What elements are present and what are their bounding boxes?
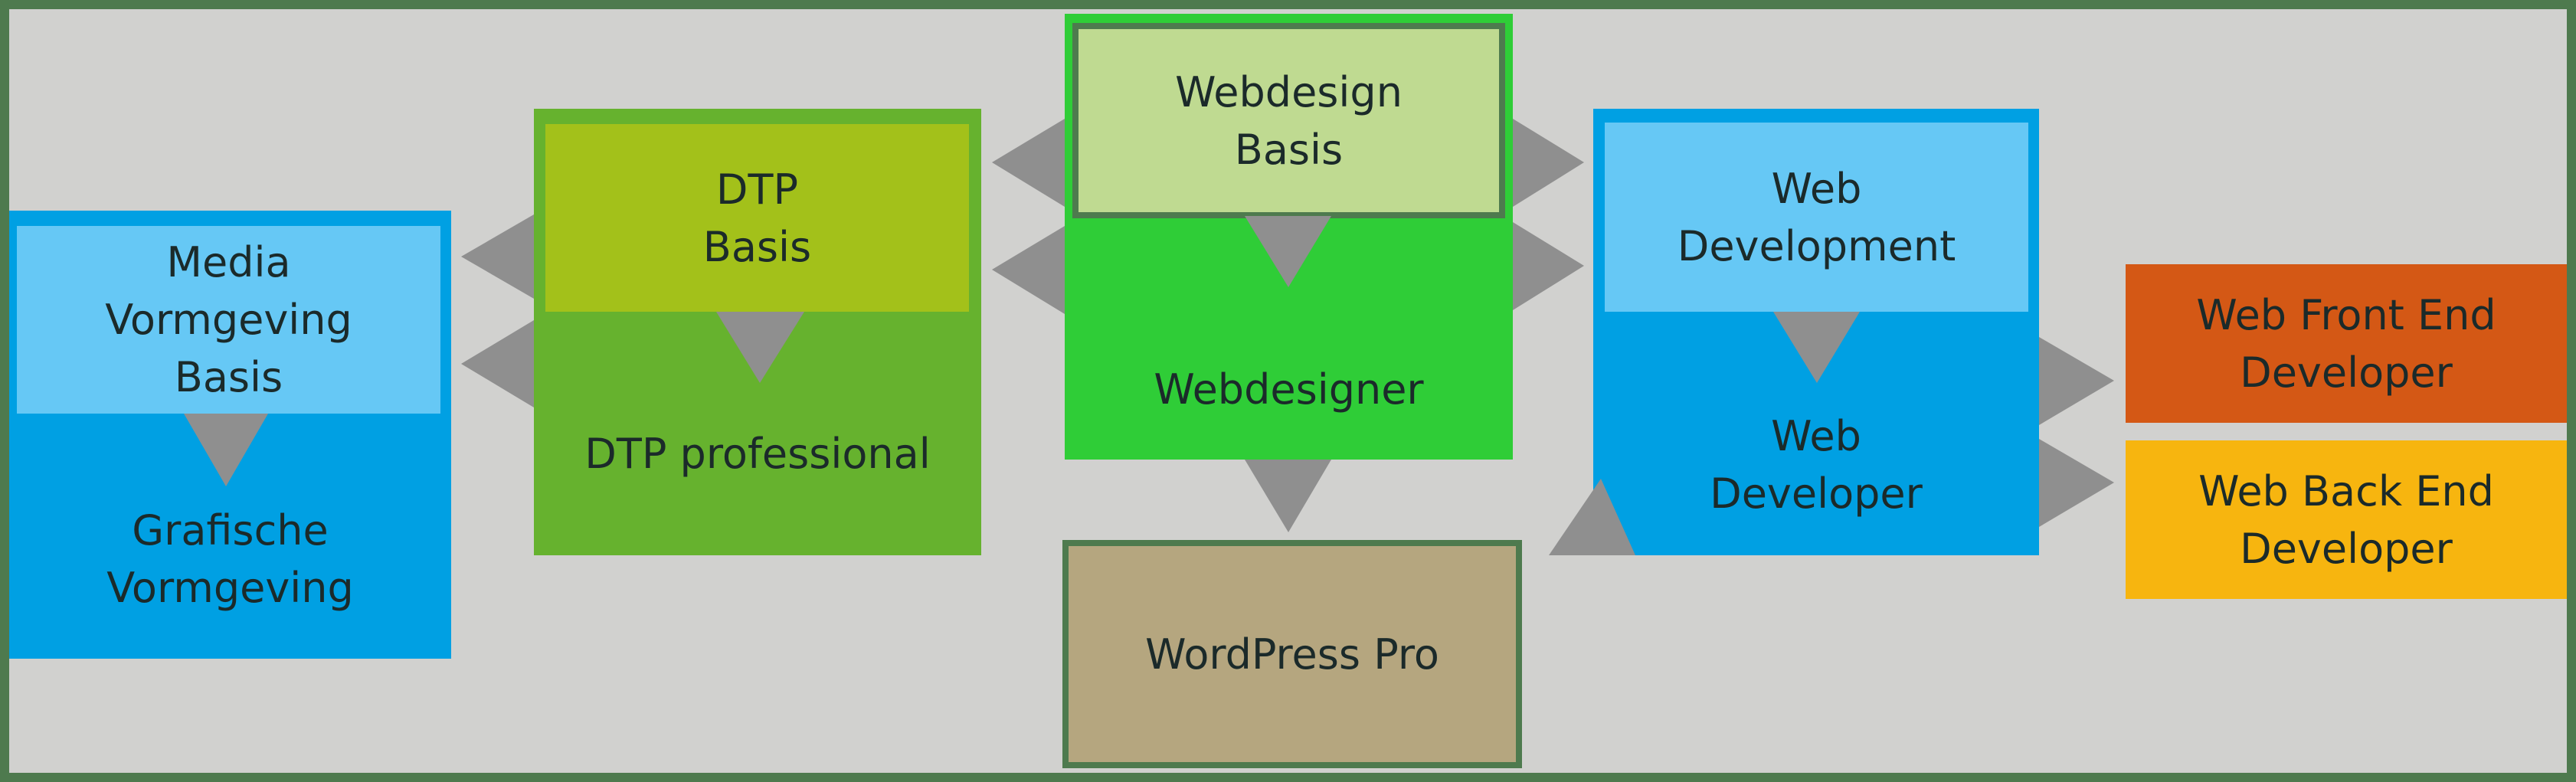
dtp-basis-box: DTP Basis <box>545 124 969 312</box>
web-back-end-developer-label: Web Back End Developer <box>2198 466 2494 573</box>
webdesign-basis-box: Webdesign Basis <box>1072 23 1505 218</box>
web-front-end-developer-box: Web Front End Developer <box>2126 264 2567 423</box>
media-vormgeving-basis-box: Media Vormgeving Basis <box>17 226 440 414</box>
web-developer-label: Web Developer <box>1710 412 1923 518</box>
web-back-end-developer-box: Web Back End Developer <box>2126 440 2567 599</box>
webdesigner-box: Webdesign Basis Webdesigner <box>1065 14 1513 460</box>
webdesigner-label: Webdesigner <box>1154 365 1424 414</box>
webdesign-basis-label: Webdesign Basis <box>1175 67 1403 174</box>
web-development-box: Web Development <box>1605 123 2028 312</box>
wordpress-pro-label: WordPress Pro <box>1145 630 1439 679</box>
dtp-professional-label: DTP professional <box>584 429 931 478</box>
web-front-end-developer-label: Web Front End Developer <box>2196 290 2496 397</box>
web-development-label: Web Development <box>1677 164 1956 270</box>
media-vormgeving-basis-label: Media Vormgeving Basis <box>105 238 352 401</box>
grafische-vormgeving-label: Grafische Vormgeving <box>106 506 354 612</box>
dtp-professional-box: DTP Basis DTP professional <box>534 109 981 555</box>
web-developer-box: Web Development Web Developer <box>1593 109 2039 555</box>
dtp-basis-label: DTP Basis <box>702 165 812 271</box>
grafische-vormgeving-box: Media Vormgeving Basis Grafische Vormgev… <box>9 211 451 659</box>
wordpress-pro-box: WordPress Pro <box>1062 540 1522 768</box>
